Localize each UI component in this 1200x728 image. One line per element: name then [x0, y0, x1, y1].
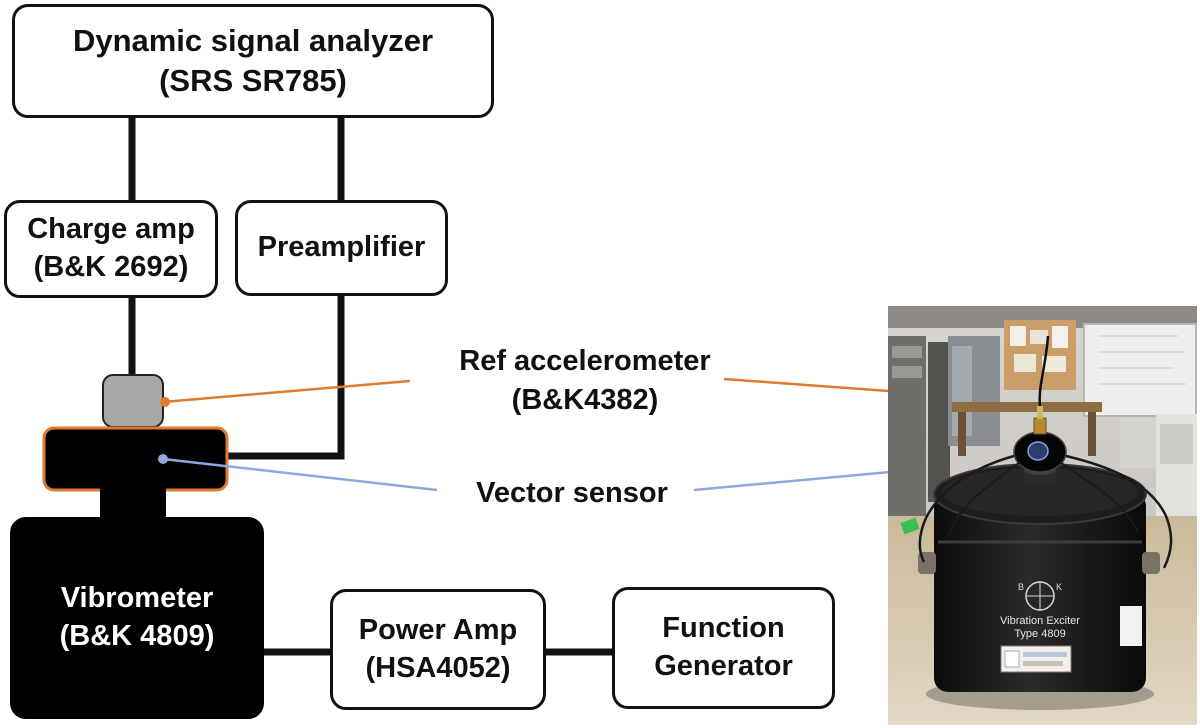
- wire-preamp-vector: [228, 296, 345, 460]
- power-amp-box: Power Amp (HSA4052): [330, 589, 546, 710]
- ref-accelerometer-name: Ref accelerometer: [459, 345, 711, 377]
- ref-pointer-dot: [160, 397, 170, 407]
- vector-sensor-label: Vector sensor: [452, 474, 692, 513]
- exciter-photo: B K Vibration Exciter Type 4809: [888, 306, 1197, 725]
- power-amp-model: (HSA4052): [365, 651, 511, 684]
- exciter-label-2: Type 4809: [1014, 628, 1065, 640]
- ref-accelerometer-photo: [1033, 417, 1047, 435]
- ref-accelerometer-label: Ref accelerometer (B&K4382): [440, 342, 730, 420]
- exciter-label-1: Vibration Exciter: [1000, 615, 1080, 627]
- function-generator-line2: Generator: [654, 650, 793, 682]
- charge-amp-box: Charge amp (B&K 2692): [4, 200, 218, 298]
- preamp-name: Preamplifier: [257, 231, 426, 264]
- ref-accelerometer-block: [102, 374, 164, 428]
- vector-pointer-dot: [158, 454, 168, 464]
- function-generator-line1: Function: [662, 612, 785, 645]
- analyzer-model: (SRS SR785): [159, 63, 347, 98]
- ref-pointer-left: [162, 379, 411, 404]
- analyzer-name: Dynamic signal analyzer: [72, 22, 434, 58]
- vibrometer-box: Vibrometer (B&K 4809): [10, 517, 264, 719]
- logo-letter-b: B: [1018, 582, 1024, 592]
- charge-amp-model: (B&K 2692): [33, 251, 189, 283]
- vector-sensor-name: Vector sensor: [476, 477, 668, 509]
- vector-sensor-block: [42, 426, 229, 492]
- ref-accelerometer-model: (B&K4382): [511, 384, 659, 417]
- charge-amp-name: Charge amp: [27, 213, 195, 246]
- logo-letter-k: K: [1056, 582, 1062, 592]
- function-generator-box: Function Generator: [612, 587, 835, 709]
- vibrometer-name: Vibrometer: [60, 582, 214, 615]
- vibrometer-stem: [100, 488, 166, 520]
- preamp-box: Preamplifier: [235, 200, 448, 296]
- power-amp-name: Power Amp: [358, 613, 518, 646]
- analyzer-box: Dynamic signal analyzer (SRS SR785): [12, 4, 494, 118]
- vector-pointer-left: [162, 457, 438, 492]
- vibrometer-model: (B&K 4809): [59, 620, 215, 652]
